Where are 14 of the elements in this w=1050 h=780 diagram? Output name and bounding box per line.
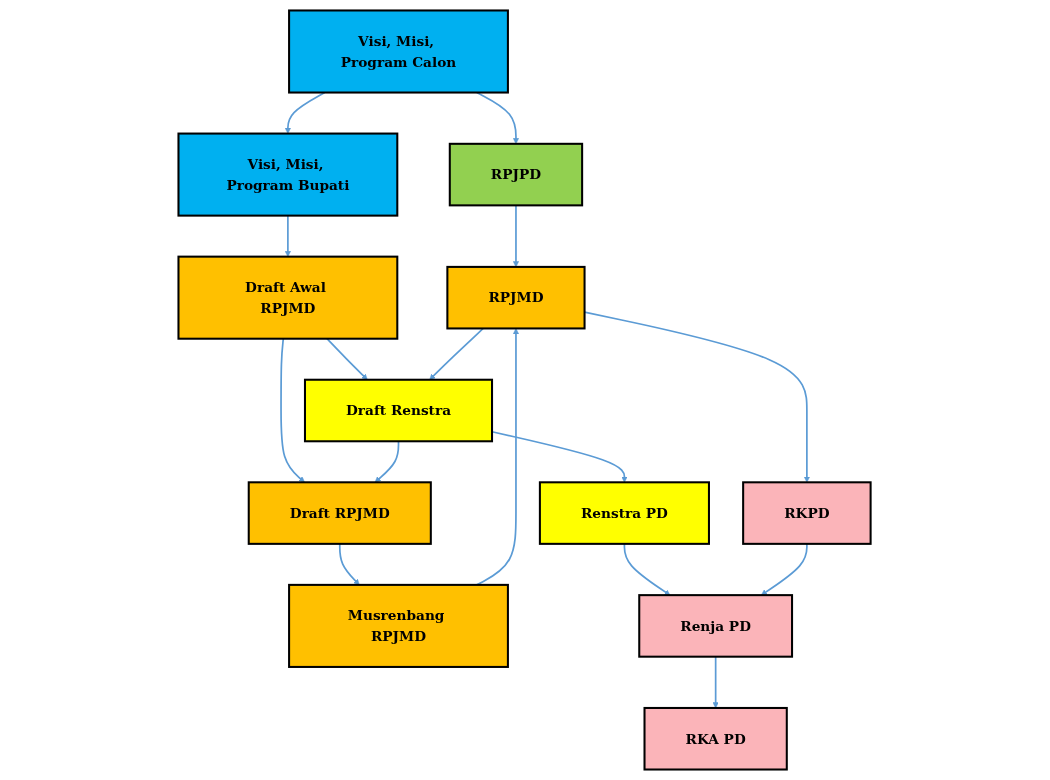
node-box: RKPD: [742, 481, 873, 545]
node-box: RKA PD: [643, 706, 789, 771]
node-box: Renstra PD: [539, 481, 711, 545]
node-box: Draft Awal RPJMD: [177, 255, 399, 340]
node-box: Renja PD: [638, 594, 794, 658]
node-box: RPJMD: [446, 265, 587, 330]
node-box: RPJPD: [449, 142, 584, 207]
arrow: [624, 543, 671, 596]
node-box: Musrenbang RPJMD: [288, 583, 510, 668]
node-box: Visi, Misi, Program Calon: [288, 9, 510, 94]
node-box: Draft Renstra: [304, 378, 494, 443]
node-box: Visi, Misi, Program Bupati: [177, 132, 399, 217]
node-box: Draft RPJMD: [248, 481, 433, 545]
arrow: [761, 543, 809, 596]
